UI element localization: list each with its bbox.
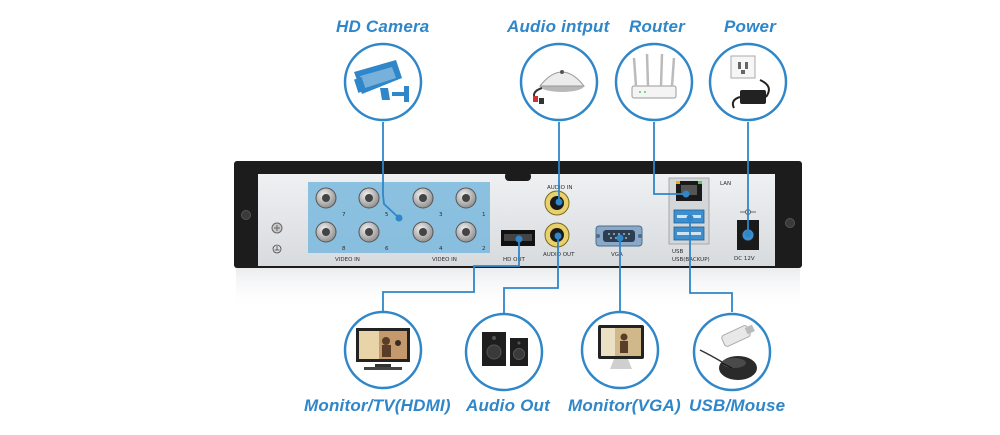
router-label: Router <box>629 17 685 36</box>
lan-port <box>676 181 702 201</box>
router-icon <box>631 53 677 99</box>
usb-dot <box>686 214 694 222</box>
bnc-connector-ch4 <box>412 221 434 243</box>
channel-number: 2 <box>482 246 486 252</box>
line-usb <box>689 218 733 312</box>
bnc-connector-ch8 <box>315 221 337 243</box>
channel-number: 8 <box>342 246 346 252</box>
monitor-icon <box>598 325 644 369</box>
audio-out-label: Audio Out <box>466 396 550 415</box>
power-adapter-icon <box>730 55 770 109</box>
video-in-label-left: VIDEO IN <box>335 257 360 263</box>
audio-out-label: AUDIO OUT <box>543 252 575 258</box>
channel-number: 7 <box>342 212 346 218</box>
vga-dot <box>616 234 624 242</box>
mount-screw-right <box>785 218 795 228</box>
usb-label: USB <box>672 249 684 255</box>
hd-out-label: HD OUT <box>503 257 525 263</box>
connector-lines <box>382 122 749 314</box>
audio-in-dot <box>555 198 563 206</box>
microphone-icon <box>533 70 586 104</box>
usb-mouse-device <box>692 312 772 392</box>
usb-drive-icon <box>721 324 755 347</box>
connection-dots <box>395 190 752 243</box>
camera-dot <box>395 214 403 222</box>
audio-out-device <box>464 312 544 392</box>
line-hdmi <box>382 239 520 312</box>
channel-number: 1 <box>482 212 486 218</box>
power-label: Power <box>724 17 777 36</box>
panel-notch <box>505 172 531 181</box>
usb-mouse-label: USB/Mouse <box>689 396 786 415</box>
hdmi-dot <box>515 235 523 243</box>
mouse-icon <box>699 349 757 380</box>
lan-dot <box>682 190 690 198</box>
channel-number: 4 <box>439 246 443 252</box>
bnc-connector-ch6 <box>358 221 380 243</box>
tv-icon <box>356 328 410 370</box>
vga-label: VGA <box>611 252 623 258</box>
dc-12v-label: DC 12V <box>734 256 755 262</box>
audio-input-device <box>519 42 599 122</box>
camera-icon <box>354 60 409 102</box>
bnc-connector-ch2 <box>455 221 477 243</box>
hd-camera-label: HD Camera <box>336 17 430 36</box>
speakers-icon <box>482 332 528 366</box>
mount-screw-left <box>241 210 251 220</box>
line-camera <box>382 122 400 219</box>
audio-input-label: Audio intput <box>507 17 610 36</box>
bnc-connector-ch5 <box>358 187 380 209</box>
router-device <box>614 42 694 122</box>
channel-number: 3 <box>439 212 443 218</box>
channel-number: 6 <box>385 246 389 252</box>
panel-reflection <box>236 268 800 310</box>
line-audio-out <box>503 236 559 314</box>
channel-number: 5 <box>385 212 389 218</box>
dc-dot <box>744 230 752 238</box>
video-in-label-right: VIDEO IN <box>432 257 457 263</box>
bnc-connector-ch1 <box>455 187 477 209</box>
line-router <box>653 122 686 195</box>
camera-device <box>343 42 423 122</box>
monitor-vga-device <box>580 310 660 390</box>
monitor-hdmi-device <box>343 310 423 390</box>
monitor-hdmi-label: Monitor/TV(HDMI) <box>304 396 451 415</box>
lan-label: LAN <box>720 181 731 187</box>
bnc-connector-ch3 <box>412 187 434 209</box>
bnc-connector-ch7 <box>315 187 337 209</box>
monitor-vga-label: Monitor(VGA) <box>568 396 681 415</box>
power-device <box>708 42 788 122</box>
ground-symbol-icon <box>272 244 282 254</box>
audio-out-dot <box>554 232 562 240</box>
